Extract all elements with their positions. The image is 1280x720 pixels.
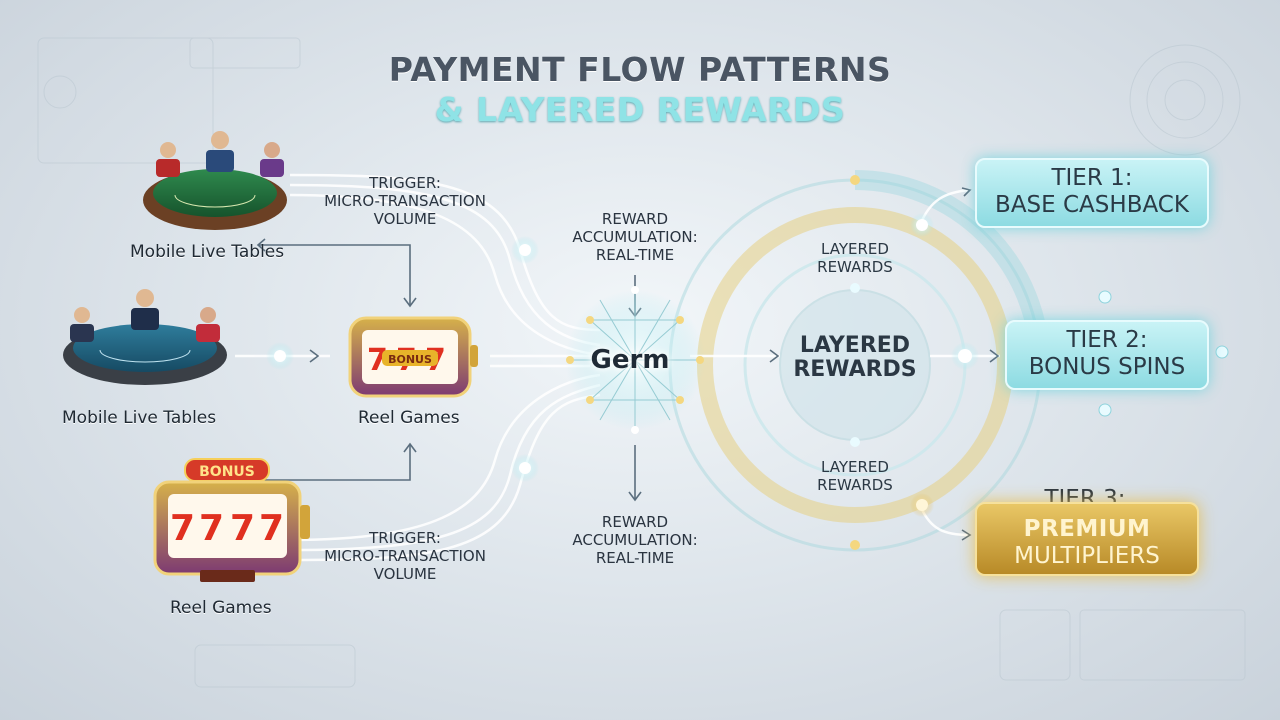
accumulation-label-bottom: REWARD ACCUMULATION: REAL-TIME <box>560 513 710 567</box>
trigger-line: MICRO-TRANSACTION <box>324 192 486 210</box>
ring-label-line: REWARDS <box>817 258 893 276</box>
svg-text:7: 7 <box>259 508 284 549</box>
trigger-line: TRIGGER: <box>369 529 441 547</box>
tier-3-line-3: MULTIPLIERS <box>1014 543 1160 569</box>
accumulation-label-top: REWARD ACCUMULATION: REAL-TIME <box>560 210 710 264</box>
ring-label-upper: LAYERED REWARDS <box>800 240 910 276</box>
accumulation-line: REWARD <box>601 513 669 531</box>
source-label-reel-games-2: Reel Games <box>170 598 272 618</box>
ring-label-line: REWARDS <box>793 357 917 382</box>
hub-label: Germ <box>590 345 670 375</box>
tier-1-line-1: TIER 1: <box>1051 165 1133 191</box>
flow-nodes <box>266 213 1229 517</box>
casino-table-icon <box>63 289 227 385</box>
trigger-line: VOLUME <box>373 210 437 228</box>
ring-label-line: LAYERED <box>821 458 889 476</box>
tier-3-card: PREMIUM MULTIPLIERS <box>975 502 1199 576</box>
svg-text:7: 7 <box>199 508 224 549</box>
trigger-label-top: TRIGGER: MICRO-TRANSACTION VOLUME <box>315 174 495 228</box>
trigger-line: VOLUME <box>373 565 437 583</box>
trigger-label-bottom: TRIGGER: MICRO-TRANSACTION VOLUME <box>315 529 495 583</box>
ring-label-line: LAYERED <box>821 240 889 258</box>
trigger-line: MICRO-TRANSACTION <box>324 547 486 565</box>
tier-2-line-1: TIER 2: <box>1066 327 1148 353</box>
source-label-reel-games-1: Reel Games <box>358 408 460 428</box>
background-hud-panels <box>37 37 1246 688</box>
tier-1-line-2: BASE CASHBACK <box>995 192 1189 218</box>
svg-text:7: 7 <box>170 508 195 549</box>
flow-arrows <box>256 187 1000 541</box>
tier-3-line-2: PREMIUM <box>1023 516 1151 542</box>
ring-label-lower: LAYERED REWARDS <box>800 458 910 494</box>
source-label-mobile-live-tables-1: Mobile Live Tables <box>130 242 285 262</box>
accumulation-line: REAL-TIME <box>595 549 675 567</box>
ring-label-line: REWARDS <box>817 476 893 494</box>
accumulation-line: ACCUMULATION: <box>572 531 698 549</box>
accumulation-line: ACCUMULATION: <box>572 228 698 246</box>
ring-label-line: LAYERED <box>799 333 911 358</box>
svg-text:7: 7 <box>230 508 255 549</box>
svg-text:7: 7 <box>367 343 388 378</box>
page-title: PAYMENT FLOW PATTERNS & LAYERED REWARDS <box>340 50 940 129</box>
slot-machine-icon: 777 BONUS <box>348 316 478 398</box>
source-label-mobile-live-tables-2: Mobile Live Tables <box>62 408 217 428</box>
title-line-2: & LAYERED REWARDS <box>434 89 846 129</box>
tier-1-card: TIER 1: BASE CASHBACK <box>975 158 1209 228</box>
tier-2-line-2: BONUS SPINS <box>1028 354 1186 380</box>
trigger-line: TRIGGER: <box>369 174 441 192</box>
title-line-1: PAYMENT FLOW PATTERNS <box>388 50 892 89</box>
ring-label-center: LAYERED REWARDS <box>780 334 930 382</box>
svg-text:BONUS: BONUS <box>199 464 255 480</box>
hub-network-icon <box>565 286 705 434</box>
casino-table-icon <box>143 131 287 230</box>
accumulation-line: REWARD <box>601 210 669 228</box>
tier-2-card: TIER 2: BONUS SPINS <box>1005 320 1209 390</box>
accumulation-line: REAL-TIME <box>595 246 675 264</box>
svg-text:BONUS: BONUS <box>388 353 432 366</box>
